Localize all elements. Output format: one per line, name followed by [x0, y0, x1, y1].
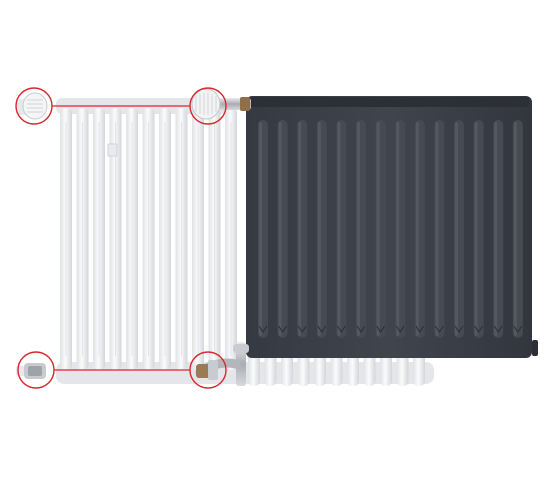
- panel-flute-highlight: [317, 122, 321, 336]
- panel-flute-highlight: [435, 122, 439, 336]
- panel-radiator: [246, 96, 538, 358]
- panel-flute-end: [356, 325, 366, 333]
- panel-radiator-flutes: [258, 120, 523, 338]
- valve-fittings: [16, 88, 251, 386]
- panel-flute-highlight: [396, 122, 400, 336]
- column-section-lower: [248, 352, 260, 386]
- column-section-lower: [330, 352, 343, 386]
- panel-flute-highlight: [298, 122, 302, 336]
- panel-flute-highlight: [474, 122, 478, 336]
- panel-flute-end: [454, 325, 464, 333]
- panel-radiator-body: [246, 96, 532, 358]
- panel-flute-end: [336, 325, 346, 333]
- panel-flute-highlight: [357, 122, 360, 336]
- panel-flute-end: [258, 325, 268, 333]
- panel-radiator-top-grille: [249, 97, 529, 107]
- panel-flute-highlight: [278, 122, 282, 336]
- column-section-lower: [314, 352, 326, 386]
- panel-flute-end: [395, 325, 405, 333]
- panel-flute-highlight: [376, 122, 380, 336]
- column-section-lower: [396, 352, 409, 386]
- panel-flute-end: [297, 325, 307, 333]
- column-section-lower: [413, 352, 425, 386]
- column-sections: [60, 108, 237, 370]
- panel-flute-end: [415, 325, 425, 333]
- panel-flute-end: [493, 325, 503, 333]
- panel-flute-highlight: [494, 122, 498, 336]
- panel-flute-end: [376, 325, 386, 333]
- column-radiator-lockshield-icon: [16, 363, 46, 379]
- panel-flute-highlight: [259, 122, 262, 336]
- column-radiator-lower-sections: [248, 352, 425, 386]
- panel-radiator-thermostatic-head-icon: [191, 88, 251, 120]
- panel-flute-end: [513, 325, 523, 333]
- panel-flute-highlight: [513, 122, 517, 336]
- panel-flute-end: [434, 325, 444, 333]
- column-section-lower: [297, 352, 310, 386]
- column-radiator-label-tag: [107, 143, 118, 157]
- column-section-lower: [363, 352, 376, 386]
- callout-circle-bottom-left: [17, 351, 55, 389]
- panel-flute-highlight: [337, 122, 341, 336]
- panel-flute-highlight: [415, 122, 419, 336]
- column-radiator-thermostatic-head-icon: [16, 92, 48, 120]
- column-section-lower: [281, 352, 293, 386]
- panel-flute-highlight: [455, 122, 458, 336]
- panel-flute-end: [278, 325, 288, 333]
- panel-radiator-bottom-valve-icon: [195, 342, 249, 386]
- callouts: [15, 87, 227, 389]
- panel-flute-end: [317, 325, 327, 333]
- column-section-lower: [347, 352, 359, 386]
- panel-flute-end: [474, 325, 484, 333]
- column-section-lower: [380, 352, 392, 386]
- panel-radiator-bracket: [532, 340, 538, 356]
- callout-circle-top-right: [189, 87, 227, 125]
- callout-circle-top-left: [15, 87, 53, 125]
- column-radiator: [56, 98, 434, 386]
- callout-circle-bottom-right: [189, 351, 227, 389]
- column-section-lower: [264, 352, 277, 386]
